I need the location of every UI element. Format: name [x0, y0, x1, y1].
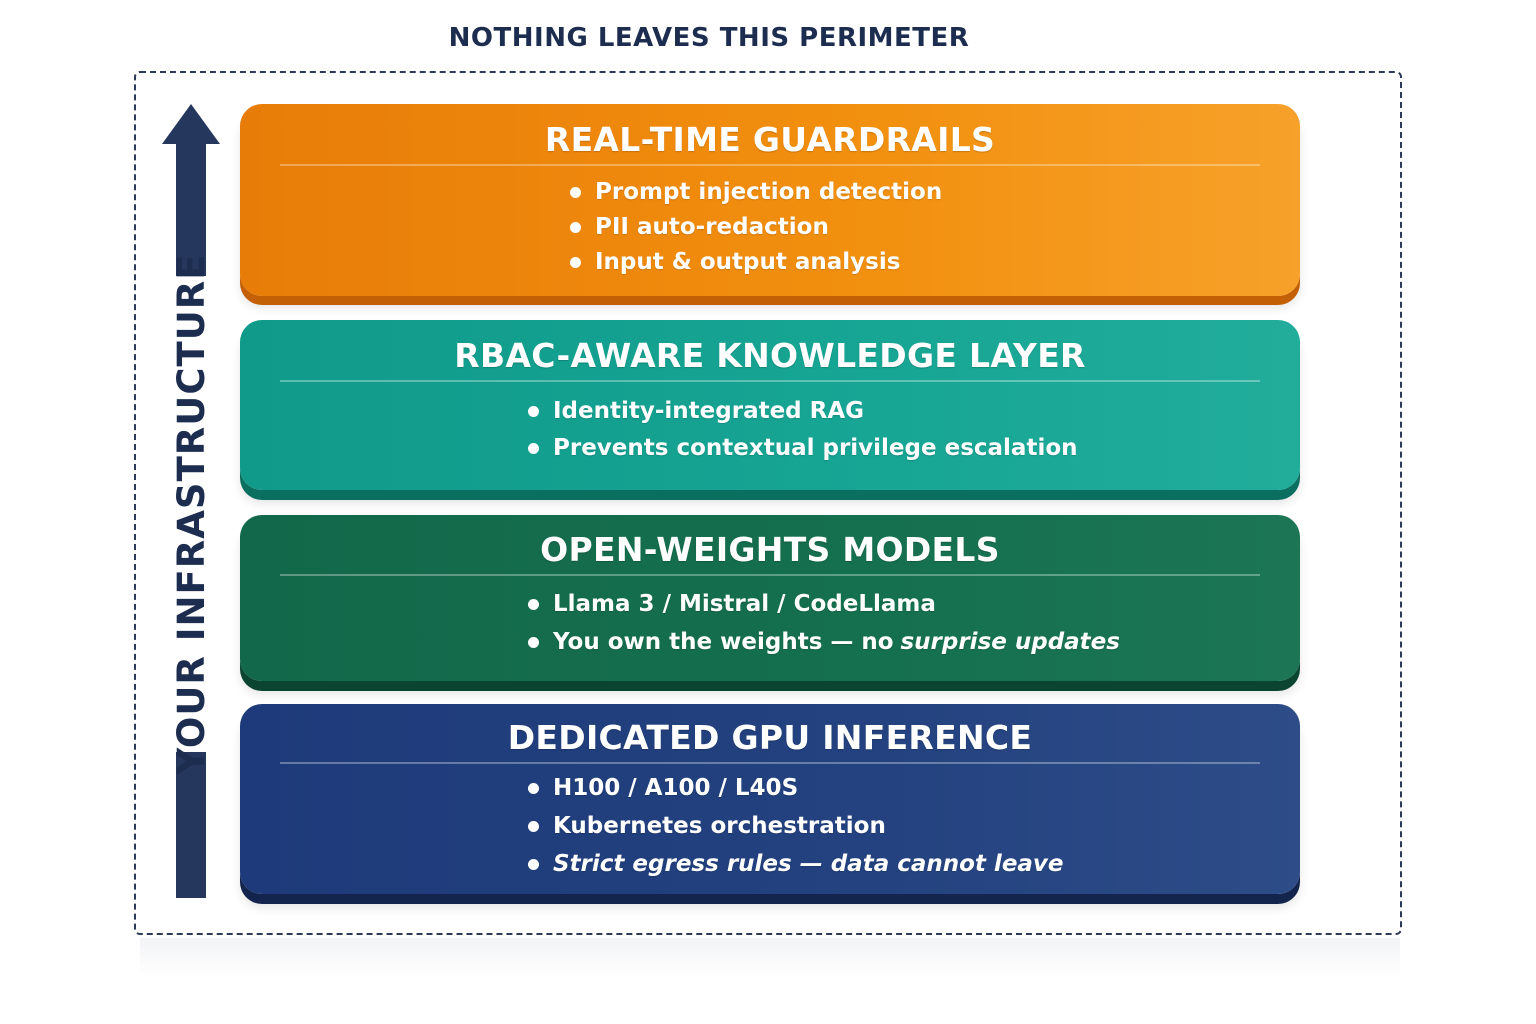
bullet-dot-icon: [528, 636, 539, 648]
layer-real-time-guardrails: REAL-TIME GUARDRAILS Prompt injection de…: [240, 104, 1300, 296]
list-item: Llama 3 / Mistral / CodeLlama: [528, 590, 1120, 618]
bullet-dot-icon: [528, 782, 539, 794]
list-item: PII auto-redaction: [570, 213, 942, 241]
bullet-dot-icon: [528, 442, 539, 454]
layer-title: OPEN-WEIGHTS MODELS: [540, 530, 1000, 569]
bullet-text: Input & output analysis: [595, 249, 901, 275]
axis-label: YOUR INFRASTRUCTURE: [170, 253, 213, 775]
bullet-list: Llama 3 / Mistral / CodeLlama You own th…: [528, 590, 1120, 656]
diagram-title: NOTHING LEAVES THIS PERIMETER: [448, 23, 970, 53]
layer-title: RBAC-AWARE KNOWLEDGE LAYER: [454, 336, 1086, 375]
list-item: Input & output analysis: [570, 248, 942, 276]
list-item: Kubernetes orchestration: [528, 812, 1064, 840]
bullet-dot-icon: [528, 405, 539, 417]
bullet-dot-icon: [528, 598, 539, 610]
bullet-list: H100 / A100 / L40S Kubernetes orchestrat…: [528, 774, 1064, 878]
bullet-dot-icon: [528, 820, 539, 832]
perimeter-boundary: [134, 71, 1402, 935]
list-item: H100 / A100 / L40S: [528, 774, 1064, 802]
layer-title: DEDICATED GPU INFERENCE: [507, 718, 1033, 757]
bullet-list: Prompt injection detection PII auto-reda…: [570, 178, 942, 276]
layer-divider: [280, 574, 1260, 576]
bullet-text: H100 / A100 / L40S: [553, 775, 799, 801]
bullet-dot-icon: [570, 186, 581, 198]
bullet-text: PII auto-redaction: [595, 214, 829, 240]
perimeter-shadow: [140, 938, 1400, 978]
layer-title: REAL-TIME GUARDRAILS: [544, 120, 996, 159]
layer-divider: [280, 164, 1260, 166]
layer-divider: [280, 762, 1260, 764]
bullet-dot-icon: [528, 858, 539, 870]
list-item: Strict egress rules — data cannot leave: [528, 850, 1064, 878]
layer-rbac-aware-knowledge: RBAC-AWARE KNOWLEDGE LAYER Identity-inte…: [240, 320, 1300, 490]
bullet-text: Llama 3 / Mistral / CodeLlama: [553, 591, 936, 617]
bullet-dot-icon: [570, 221, 581, 233]
bullet-list: Identity-integrated RAG Prevents context…: [528, 397, 1078, 462]
list-item: You own the weights — no surprise update…: [528, 628, 1120, 656]
up-arrow-icon: [162, 104, 220, 898]
layer-divider: [280, 380, 1260, 382]
layer-open-weights-models: OPEN-WEIGHTS MODELS Llama 3 / Mistral / …: [240, 515, 1300, 681]
bullet-text: Prompt injection detection: [595, 179, 943, 205]
bullet-text: Identity-integrated RAG: [553, 398, 865, 424]
list-item: Prevents contextual privilege escalation: [528, 434, 1078, 462]
list-item: Prompt injection detection: [570, 178, 942, 206]
bullet-text-italic: Strict egress rules — data cannot leave: [553, 851, 1064, 877]
bullet-dot-icon: [570, 256, 581, 268]
bullet-text-italic: surprise updates: [900, 629, 1120, 655]
bullet-text: Kubernetes orchestration: [553, 813, 886, 839]
bullet-text: Prevents contextual privilege escalation: [553, 435, 1078, 461]
bullet-text-plain: You own the weights — no: [553, 629, 894, 655]
list-item: Identity-integrated RAG: [528, 397, 1078, 425]
layer-dedicated-gpu-inference: DEDICATED GPU INFERENCE H100 / A100 / L4…: [240, 704, 1300, 894]
